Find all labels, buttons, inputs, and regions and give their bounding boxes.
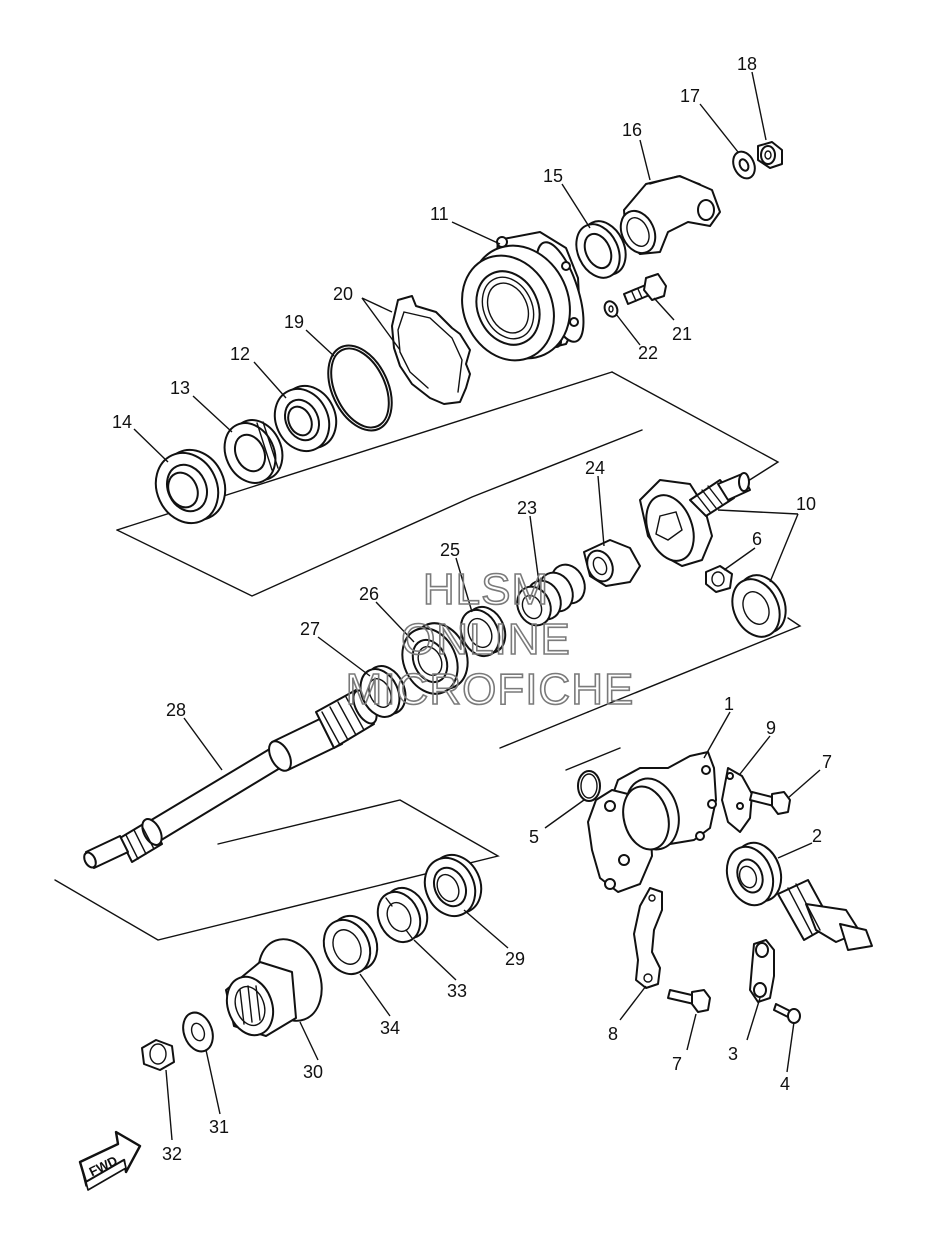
group-bracket-middle (587, 617, 802, 713)
part-3-bracket (749, 939, 775, 1003)
leader-lines (133, 71, 821, 1141)
part-25-shim (459, 605, 507, 658)
callout-28: 28 (166, 700, 186, 720)
part-4-screw (773, 1003, 801, 1024)
part-9-o-ring (721, 767, 753, 833)
group-bracket-middle-left (499, 711, 589, 749)
part-30-coupling (225, 938, 323, 1037)
part-33-ring-nut (376, 886, 429, 944)
callout-23: 23 (517, 498, 537, 518)
part-7-bolt-upper (749, 791, 791, 815)
callout-27: 27 (300, 619, 320, 639)
group-bracket-lower (54, 799, 500, 941)
group-bracket-upper (611, 371, 780, 501)
part-12-bearing (273, 384, 338, 453)
watermark-line-3: MICROFICHE (346, 665, 635, 714)
callout-7-lower: 7 (672, 1054, 682, 1074)
part-18-nut (757, 141, 783, 169)
part-5-o-ring (577, 770, 601, 802)
callout-31: 31 (209, 1117, 229, 1137)
watermark-line-2: ONLINE (401, 615, 571, 664)
part-10-gear-set (639, 472, 787, 638)
group-bracket-case (565, 747, 621, 771)
part-29-bearing (423, 853, 483, 918)
part-2-bearing (725, 841, 783, 907)
part-11-housing (461, 231, 585, 362)
watermark-line-1: HLSM (423, 565, 549, 614)
callout-32: 32 (162, 1144, 182, 1164)
part-19-o-ring (327, 344, 393, 432)
part-21-bolt (623, 273, 667, 305)
callout-10: 10 (796, 494, 816, 514)
part-28-drive-shaft (83, 689, 378, 869)
callout-33: 33 (447, 981, 467, 1001)
callout-16: 16 (622, 120, 642, 140)
part-27-seal (359, 665, 407, 718)
callout-1: 1 (724, 694, 734, 714)
callout-20: 20 (333, 284, 353, 304)
part-7-bolt-lower (667, 989, 711, 1013)
callout-30: 30 (303, 1062, 323, 1082)
callout-numbers: 1 2 3 4 5 6 7 7 8 9 10 11 12 13 14 15 16… (112, 54, 832, 1164)
watermark: HLSM ONLINE MICROFICHE (345, 564, 635, 715)
callout-3: 3 (728, 1044, 738, 1064)
part-1-bearing-housing (587, 751, 717, 893)
callout-19: 19 (284, 312, 304, 332)
callout-24: 24 (585, 458, 605, 478)
part-15-oil-seal (575, 220, 627, 279)
part-23-spring (516, 563, 586, 627)
callout-4: 4 (780, 1074, 790, 1094)
callout-9: 9 (766, 718, 776, 738)
callout-15: 15 (543, 166, 563, 186)
part-17-washer (732, 150, 756, 180)
callout-25: 25 (440, 540, 460, 560)
output-shaft (777, 879, 873, 951)
callout-17: 17 (680, 86, 700, 106)
part-14-bearing (154, 448, 227, 525)
part-16-yoke (619, 175, 721, 255)
callout-12: 12 (230, 344, 250, 364)
part-26-bearing (401, 622, 469, 695)
callout-13: 13 (170, 378, 190, 398)
callout-34: 34 (380, 1018, 400, 1038)
part-8-plate (633, 887, 663, 989)
callout-29: 29 (505, 949, 525, 969)
part-24-collar (583, 539, 641, 587)
callout-18: 18 (737, 54, 757, 74)
callout-8: 8 (608, 1024, 618, 1044)
callout-6: 6 (752, 529, 762, 549)
callout-22: 22 (638, 343, 658, 363)
group-bracket-upper-bottom (116, 429, 643, 597)
part-6-nut (705, 565, 733, 593)
callout-2: 2 (812, 826, 822, 846)
part-20-shim (391, 295, 471, 405)
part-22-washer (603, 300, 619, 318)
part-34-seal (322, 914, 379, 976)
callout-26: 26 (359, 584, 379, 604)
callout-11: 11 (430, 204, 449, 224)
fwd-arrow-icon: FWD (78, 1130, 142, 1191)
callout-21: 21 (672, 324, 692, 344)
part-31-washer (182, 1011, 214, 1053)
part-32-nut (141, 1039, 175, 1071)
part-13-ring-nut (223, 419, 284, 484)
callout-14: 14 (112, 412, 132, 432)
callout-5: 5 (529, 827, 539, 847)
callout-7-upper: 7 (822, 752, 832, 772)
